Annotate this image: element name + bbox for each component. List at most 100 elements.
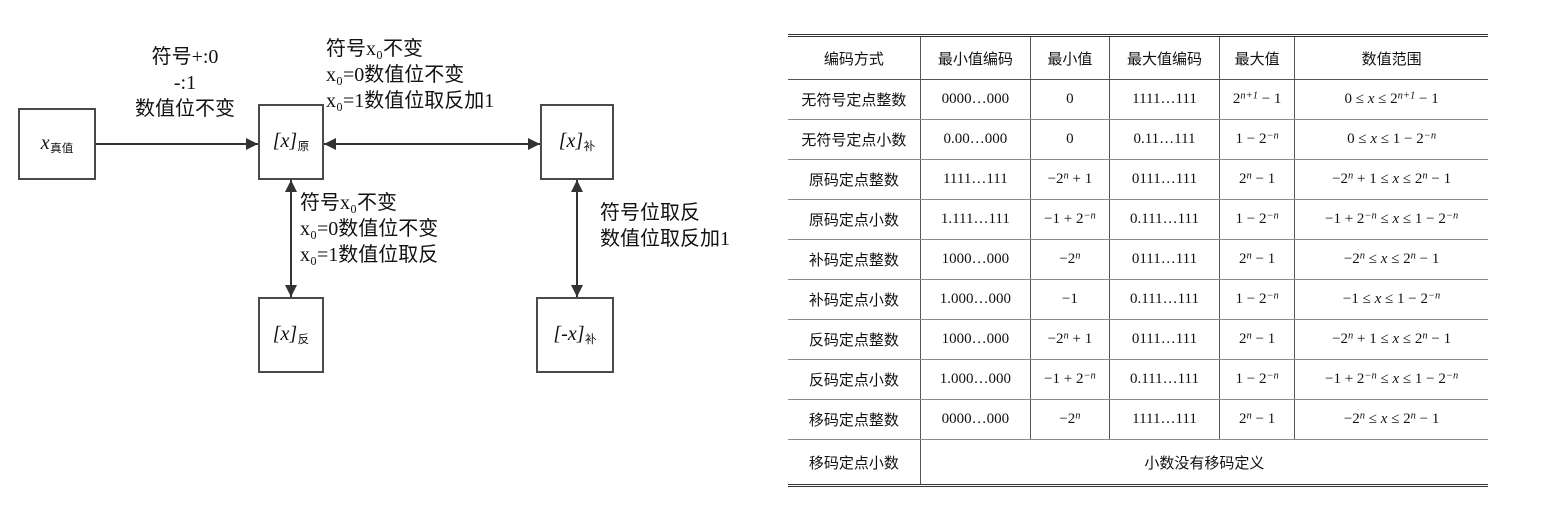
edge-label-yuan-bu: 符号x₀不变 x₀=0数值位不变 x₀=1数值位取反加1 xyxy=(326,36,494,114)
neg-x-bu-sub: 补 xyxy=(585,333,597,347)
edge-yuan-bu-arrowhead-right xyxy=(528,138,540,150)
cell-min-code: 1000…000 xyxy=(919,239,1031,280)
cell-max-code: 0111…111 xyxy=(1108,159,1221,200)
edge-yuan-fan-arrowhead-down xyxy=(285,285,297,297)
cell-min-value: 0 xyxy=(1029,119,1110,160)
cell-encoding-scheme: 反码定点小数 xyxy=(788,359,921,400)
cell-encoding-scheme: 移码定点整数 xyxy=(788,399,921,440)
edge-label-yuan-fan-line3: x₀=1数值位取反 xyxy=(300,244,439,266)
cell-min-code: 0000…000 xyxy=(919,399,1031,440)
table-header: 编码方式 最小值编码 最小值 最大值编码 最大值 数值范围 xyxy=(788,34,1488,80)
number-representation-diagram: x真值 [x]原 [x]补 [x]反 [-x]补 符号+:0 -:1 数值位不变… xyxy=(18,36,730,373)
edge-label-yuan-bu-line3: x₀=1数值位取反加1 xyxy=(326,90,495,112)
cell-value-range: 0 ≤ x ≤ 2n+1 − 1 xyxy=(1294,79,1488,120)
cell-encoding-scheme: 原码定点整数 xyxy=(788,159,921,200)
x-yuan-base: [x] xyxy=(272,129,298,152)
cell-max-code: 0.11…111 xyxy=(1108,119,1221,160)
col-header-encoding-scheme: 编码方式 xyxy=(788,34,921,80)
edge-label-yuan-fan: 符号x₀不变 x₀=0数值位不变 x₀=1数值位取反 xyxy=(300,190,438,268)
cell-max-code: 1111…111 xyxy=(1108,399,1221,440)
cell-encoding-scheme: 补码定点整数 xyxy=(788,239,921,280)
x-bu-box[interactable]: [x]补 xyxy=(540,104,614,180)
cell-value-range: −2n + 1 ≤ x ≤ 2n − 1 xyxy=(1294,319,1488,360)
table-row-last: 移码定点小数小数没有移码定义 xyxy=(788,439,1488,487)
cell-value-range: −2n ≤ x ≤ 2n − 1 xyxy=(1294,239,1488,280)
edge-yuan-fan-line xyxy=(290,180,292,297)
edge-label-bu-negbu-line2: 数值位取反加1 xyxy=(600,228,730,250)
cell-min-value: −2n xyxy=(1029,399,1110,440)
cell-min-value: −2n + 1 xyxy=(1029,319,1110,360)
edge-bu-negbu-arrowhead-up xyxy=(571,180,583,192)
cell-max-value: 2n − 1 xyxy=(1219,399,1296,440)
edge-yuan-fan-arrowhead-up xyxy=(285,180,297,192)
cell-max-value: 1 − 2−n xyxy=(1219,359,1296,400)
edge-label-yuan-fan-line2: x₀=0数值位不变 xyxy=(300,218,439,240)
cell-max-value: 2n − 1 xyxy=(1219,319,1296,360)
x-true-value-base: x xyxy=(40,131,50,154)
edge-label-true-to-yuan-line3: 数值位不变 xyxy=(135,98,235,120)
x-yuan-box[interactable]: [x]原 xyxy=(258,104,324,180)
edge-bu-negbu-line xyxy=(576,180,578,297)
cell-value-range: −1 ≤ x ≤ 1 − 2−n xyxy=(1294,279,1488,320)
cell-value-range: 0 ≤ x ≤ 1 − 2−n xyxy=(1294,119,1488,160)
edge-yuan-bu-arrowhead-left xyxy=(324,138,336,150)
cell-min-value: −1 + 2−n xyxy=(1029,359,1110,400)
edge-label-yuan-bu-line2: x₀=0数值位不变 xyxy=(326,64,465,86)
cell-min-value: −1 xyxy=(1029,279,1110,320)
cell-min-value: −1 + 2−n xyxy=(1029,199,1110,240)
cell-max-code: 0.111…111 xyxy=(1108,279,1221,320)
cell-min-value: −2n + 1 xyxy=(1029,159,1110,200)
edge-true-to-yuan-line xyxy=(96,143,258,145)
edge-label-yuan-fan-line1: 符号x₀不变 xyxy=(300,192,397,214)
neg-x-bu-box[interactable]: [-x]补 xyxy=(536,297,614,373)
cell-encoding-scheme: 反码定点整数 xyxy=(788,319,921,360)
cell-max-code: 0111…111 xyxy=(1108,239,1221,280)
cell-max-value: 2n+1 − 1 xyxy=(1219,79,1296,120)
cell-min-value: 0 xyxy=(1029,79,1110,120)
cell-min-code: 1.111…111 xyxy=(919,199,1031,240)
cell-encoding-scheme: 原码定点小数 xyxy=(788,199,921,240)
cell-max-value: 1 − 2−n xyxy=(1219,279,1296,320)
edge-label-true-to-yuan: 符号+:0 -:1 数值位不变 xyxy=(100,44,270,122)
edge-true-to-yuan-arrowhead xyxy=(246,138,258,150)
cell-value-range: −2n ≤ x ≤ 2n − 1 xyxy=(1294,399,1488,440)
col-header-max-code: 最大值编码 xyxy=(1108,34,1221,80)
neg-x-bu-base: [-x] xyxy=(553,322,585,345)
edge-label-bu-negbu-line1: 符号位取反 xyxy=(600,202,700,224)
cell-encoding-scheme: 移码定点小数 xyxy=(788,439,921,487)
edge-label-true-to-yuan-line2: -:1 xyxy=(173,72,197,94)
col-header-value-range: 数值范围 xyxy=(1294,34,1488,80)
edge-bu-negbu-arrowhead-down xyxy=(571,285,583,297)
x-fan-base: [x] xyxy=(272,322,298,345)
x-bu-base: [x] xyxy=(558,129,584,152)
x-fan-box[interactable]: [x]反 xyxy=(258,297,324,373)
x-true-value-sub: 真值 xyxy=(50,142,74,156)
cell-max-code: 0.111…111 xyxy=(1108,359,1221,400)
cell-max-value: 2n − 1 xyxy=(1219,239,1296,280)
cell-min-code: 1111…111 xyxy=(919,159,1031,200)
edge-label-yuan-bu-line1: 符号x₀不变 xyxy=(326,38,423,60)
x-bu-sub: 补 xyxy=(583,140,596,154)
cell-encoding-scheme: 无符号定点小数 xyxy=(788,119,921,160)
cell-min-value: −2n xyxy=(1029,239,1110,280)
cell-max-code: 1111…111 xyxy=(1108,79,1221,120)
cell-value-range: −1 + 2−n ≤ x ≤ 1 − 2−n xyxy=(1294,359,1488,400)
cell-max-value: 2n − 1 xyxy=(1219,159,1296,200)
x-fan-sub: 反 xyxy=(297,333,310,347)
x-yuan-sub: 原 xyxy=(297,140,310,154)
edge-label-true-to-yuan-line1: 符号+:0 xyxy=(151,46,219,68)
cell-max-value: 1 − 2−n xyxy=(1219,119,1296,160)
x-true-value-box[interactable]: x真值 xyxy=(18,108,96,180)
cell-max-value: 1 − 2−n xyxy=(1219,199,1296,240)
cell-encoding-scheme: 补码定点小数 xyxy=(788,279,921,320)
cell-encoding-scheme: 无符号定点整数 xyxy=(788,79,921,120)
